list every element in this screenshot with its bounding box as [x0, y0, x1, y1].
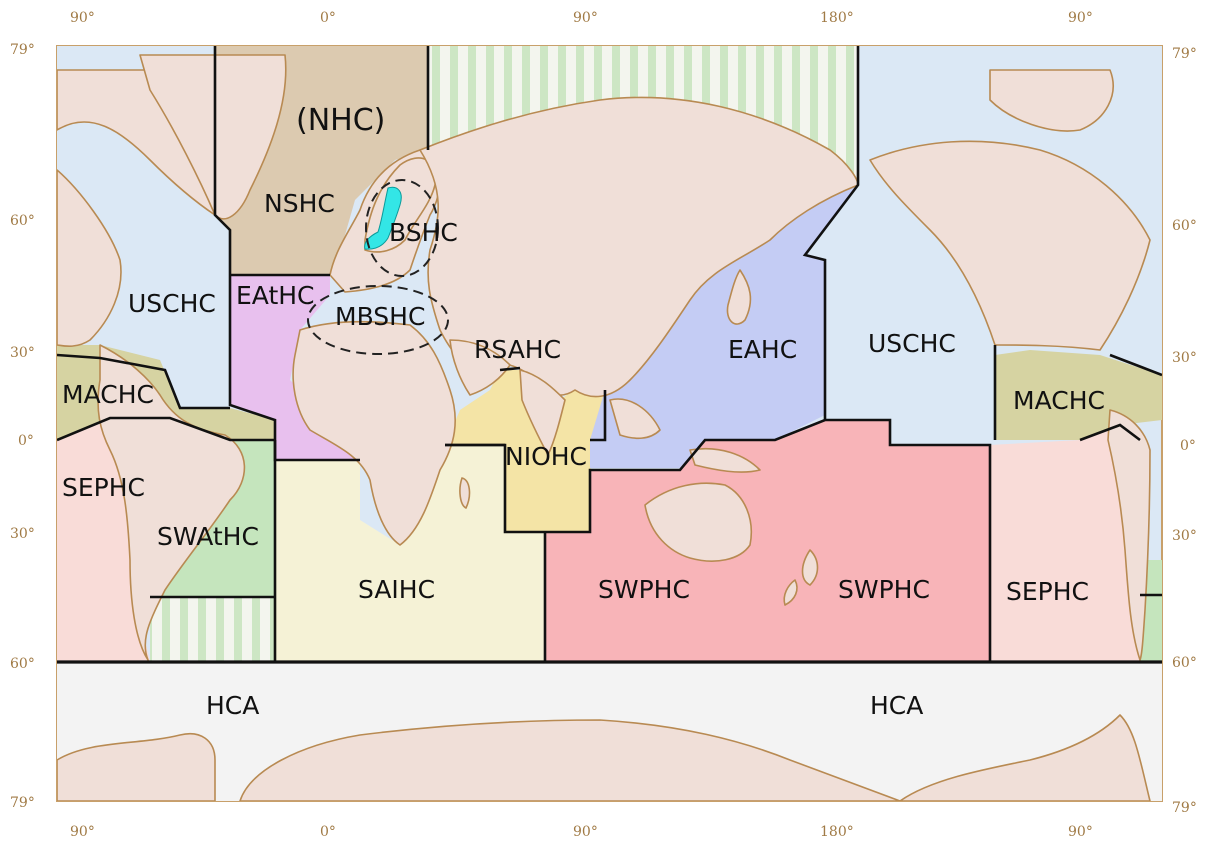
bshc-dashed-boundary — [365, 179, 439, 277]
land-asia — [419, 96, 859, 398]
tick-left-4: 30° — [10, 526, 35, 542]
longitude-ticks-top: 90° 0° 90° 180° 90° — [70, 10, 1093, 26]
tick-top-0: 90° — [70, 10, 95, 26]
land-antarctica — [239, 719, 901, 801]
tick-right-1: 60° — [1172, 218, 1197, 234]
tick-right-5: 60° — [1172, 655, 1197, 671]
longitude-ticks-bottom: 90° 0° 90° 180° 90° — [70, 824, 1093, 840]
label-sephc-west: SEPHC — [62, 473, 145, 502]
label-hca-west: HCA — [206, 691, 259, 720]
label-eahc: EAHC — [728, 335, 797, 364]
tick-top-2: 90° — [573, 10, 598, 26]
tick-bottom-0: 90° — [70, 824, 95, 840]
label-nshc: NSHC — [264, 189, 335, 218]
label-machc-east: MACHC — [1013, 386, 1105, 415]
land-madagascar — [459, 477, 471, 509]
region-saihc — [275, 445, 545, 662]
land-south-america-east — [1107, 409, 1151, 661]
label-eathc: EAtHC — [236, 281, 315, 310]
land-africa — [292, 320, 456, 546]
tick-left-1: 60° — [10, 213, 35, 229]
region-niohc — [445, 370, 605, 532]
tick-bottom-3: 180° — [820, 824, 854, 840]
land-se-asia-islands — [609, 398, 661, 440]
label-swphc-west: SWPHC — [598, 575, 690, 604]
land-japan — [726, 269, 752, 325]
land-australia — [644, 482, 752, 562]
region-labels: (NHC) NSHC BSHC USCHC EAtHC MBSHC RSAHC … — [62, 103, 1105, 720]
label-uschc-west: USCHC — [128, 289, 216, 318]
tick-right-2: 30° — [1172, 350, 1197, 366]
latitude-ticks-left: 79° 60° 30° 0° 30° 60° 79° — [10, 42, 35, 811]
tick-left-5: 60° — [10, 656, 35, 672]
tick-left-0: 79° — [10, 42, 35, 58]
label-rsahc: RSAHC — [474, 335, 561, 364]
region-swphc — [545, 420, 990, 662]
label-bshc: BSHC — [389, 218, 458, 247]
tick-bottom-4: 90° — [1068, 824, 1093, 840]
tick-bottom-2: 90° — [573, 824, 598, 840]
label-hca-east: HCA — [870, 691, 923, 720]
label-saihc: SAIHC — [358, 575, 435, 604]
label-nhc: (NHC) — [296, 103, 385, 138]
tick-right-0: 79° — [1172, 46, 1197, 62]
tick-left-2: 30° — [10, 345, 35, 361]
region-borders — [57, 46, 1162, 664]
land-arabia — [449, 339, 511, 396]
tick-top-1: 0° — [320, 10, 336, 26]
land-greenland — [139, 54, 287, 220]
land-canada-arctic — [989, 69, 1114, 132]
land-north-america-east — [869, 140, 1151, 351]
label-sephc-east: SEPHC — [1006, 577, 1089, 606]
tick-right-6: 79° — [1172, 800, 1197, 816]
land-south-america — [97, 344, 246, 661]
land-north-america-west-body — [57, 169, 122, 348]
tick-right-3: 0° — [1180, 438, 1196, 454]
region-sephc-east — [990, 425, 1150, 662]
land-new-zealand-south — [783, 579, 798, 606]
tick-left-3: 0° — [18, 433, 34, 449]
label-uschc-east: USCHC — [868, 329, 956, 358]
sea-baltic — [364, 186, 402, 250]
label-swphc-east: SWPHC — [838, 575, 930, 604]
region-eahc — [590, 185, 858, 468]
land-antarctica-east — [899, 714, 1151, 801]
land-india — [519, 369, 566, 456]
label-swathc: SWAtHC — [157, 522, 259, 551]
label-niohc: NIOHC — [505, 442, 587, 471]
tick-top-3: 180° — [820, 10, 854, 26]
tick-left-6: 79° — [10, 795, 35, 811]
tick-top-4: 90° — [1068, 10, 1093, 26]
label-machc-west: MACHC — [62, 380, 154, 409]
land-new-zealand — [801, 549, 819, 586]
land-antarctica-west — [57, 733, 216, 801]
region-swatl-striped — [150, 597, 275, 662]
label-mbshc: MBSHC — [335, 302, 425, 331]
latitude-ticks-right: 79° 60° 30° 0° 30° 60° 79° — [1172, 46, 1197, 816]
tick-bottom-1: 0° — [320, 824, 336, 840]
land-new-guinea — [689, 447, 761, 473]
tick-right-4: 30° — [1172, 528, 1197, 544]
mbshc-dashed-boundary — [307, 285, 449, 355]
